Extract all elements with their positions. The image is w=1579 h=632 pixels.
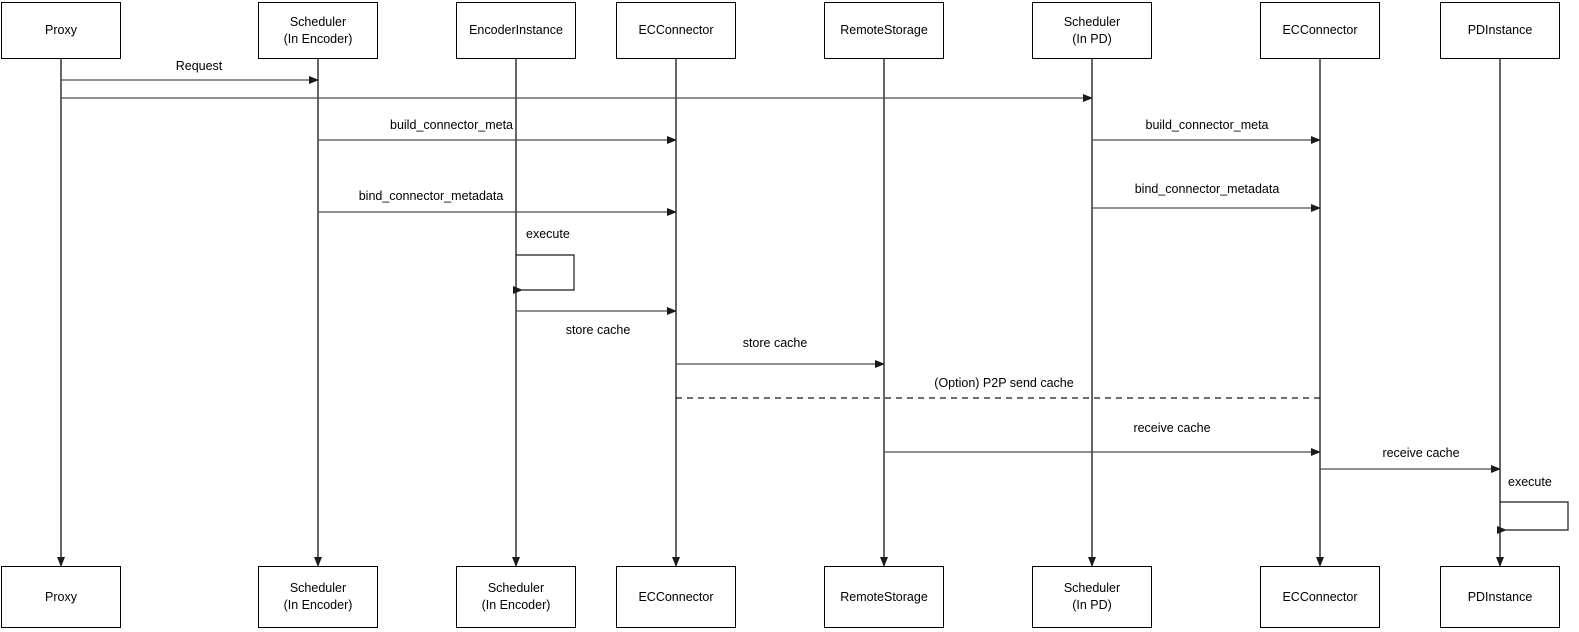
message-label-receive-cache-1: receive cache (1133, 421, 1211, 435)
self-message-execute-pd[interactable] (1497, 501, 1569, 534)
participant-label-line1: Scheduler (289, 14, 347, 29)
participant-label-line1: Scheduler (289, 581, 347, 596)
participant-label-line1: PDInstance (1467, 23, 1533, 38)
message-label-execute-pd: execute (1508, 475, 1552, 489)
top-participant-box-pd-instance[interactable]: PDInstance (1440, 2, 1560, 59)
top-participant-box-encoder-inst[interactable]: EncoderInstance (456, 2, 576, 59)
message-label-store-cache-2: store cache (742, 336, 808, 350)
bottom-participant-box-ecconnector-b[interactable]: ECConnector (1260, 566, 1380, 628)
participant-label-line2: (In PD) (1072, 31, 1112, 46)
participant-label-line2: (In Encoder) (283, 598, 353, 612)
message-label-execute-encoder: execute (526, 227, 570, 241)
bottom-participant-box-ecconnector-a[interactable]: ECConnector (616, 566, 736, 628)
message-label-request: Request (175, 59, 223, 73)
participant-label-line1: ECConnector (638, 23, 714, 38)
top-participant-box-ecconnector-b[interactable]: ECConnector (1260, 2, 1380, 59)
message-label-store-cache-1: store cache (565, 323, 631, 337)
participant-label-line1: Scheduler (1063, 581, 1121, 596)
lifelines-group (57, 59, 1504, 567)
participant-label-line2: (In PD) (1072, 598, 1112, 612)
bottom-participant-box-scheduler-pd[interactable]: Scheduler (In PD) (1032, 566, 1152, 628)
participant-label-line1: Scheduler (1063, 14, 1121, 29)
participant-label-line1: Proxy (45, 589, 77, 604)
participant-label-line1: RemoteStorage (840, 23, 928, 38)
participant-label-line1: EncoderInstance (469, 23, 563, 38)
participant-label-line1: Scheduler (487, 581, 545, 596)
self-message-execute-encoder[interactable] (513, 254, 575, 294)
bottom-participant-box-proxy[interactable]: Proxy (1, 566, 121, 628)
message-label-bind-connector-meta-1: bind_connector_metadata (358, 189, 504, 203)
messages-group (61, 76, 1569, 534)
message-label-bind-connector-meta-2: bind_connector_metadata (1134, 182, 1280, 196)
participant-label-line1: PDInstance (1467, 589, 1533, 604)
bottom-participant-box-encoder-inst[interactable]: Scheduler (In Encoder) (456, 566, 576, 628)
top-participant-box-remote-storage[interactable]: RemoteStorage (824, 2, 944, 59)
bottom-participant-box-pd-instance[interactable]: PDInstance (1440, 566, 1560, 628)
participant-label-line1: ECConnector (1282, 23, 1358, 38)
bottom-participant-box-scheduler-enc[interactable]: Scheduler (In Encoder) (258, 566, 378, 628)
participant-label-line1: ECConnector (1282, 589, 1358, 604)
top-participant-box-ecconnector-a[interactable]: ECConnector (616, 2, 736, 59)
message-label-receive-cache-2: receive cache (1382, 446, 1460, 460)
participant-label-line2: (In Encoder) (283, 31, 353, 46)
top-participant-box-scheduler-pd[interactable]: Scheduler (In PD) (1032, 2, 1152, 59)
message-label-build-connector-meta-2: build_connector_meta (1145, 118, 1269, 132)
bottom-participant-box-remote-storage[interactable]: RemoteStorage (824, 566, 944, 628)
participant-label-line1: Proxy (45, 23, 77, 38)
participant-label-line1: RemoteStorage (840, 589, 928, 604)
message-label-p2p-send-cache: (Option) P2P send cache (934, 376, 1074, 390)
top-participant-box-scheduler-enc[interactable]: Scheduler (In Encoder) (258, 2, 378, 59)
participant-label-line2: (In Encoder) (481, 598, 551, 612)
message-label-build-connector-meta-1: build_connector_meta (390, 118, 513, 132)
participant-label-line1: ECConnector (638, 589, 714, 604)
top-participant-box-proxy[interactable]: Proxy (1, 2, 121, 59)
